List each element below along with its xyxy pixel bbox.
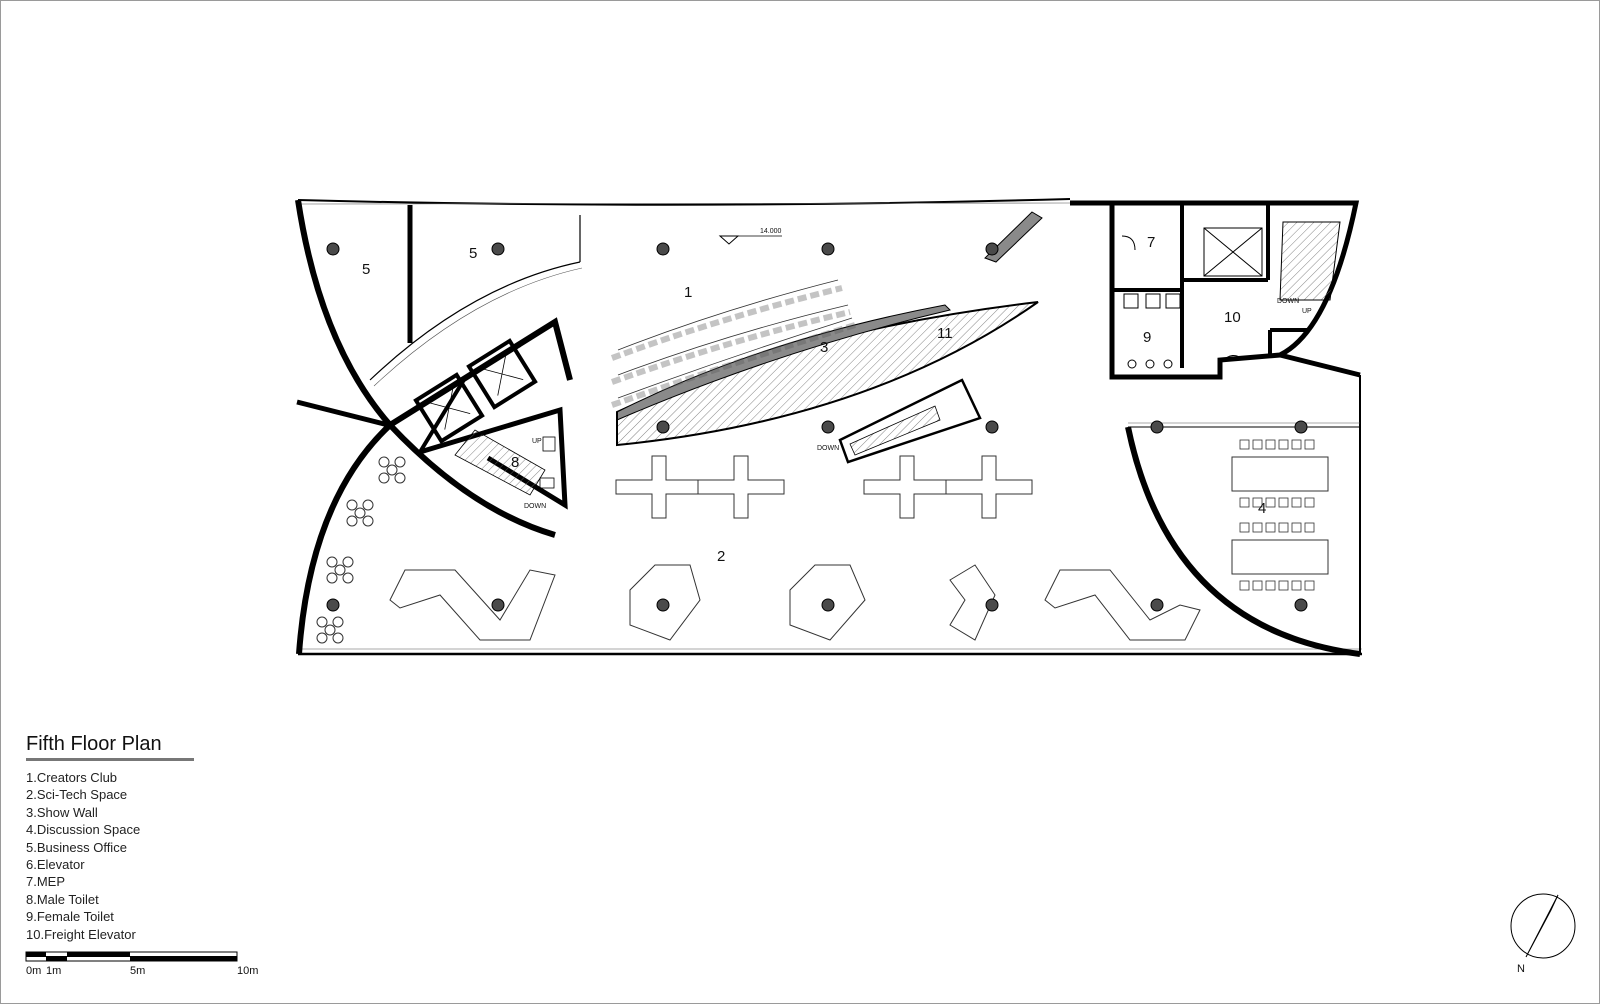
room-number-freight: 10 bbox=[1224, 309, 1241, 326]
legend-item: 6.Elevator bbox=[26, 857, 85, 873]
legend-item: 9.Female Toilet bbox=[26, 909, 114, 925]
room-number-club: 1 bbox=[684, 284, 692, 301]
room-numbers: 5 5 1 3 11 2 4 7 9 10 8 bbox=[362, 234, 1266, 565]
legend: Fifth Floor Plan 1.Creators Club 2.Sci-T… bbox=[26, 732, 226, 943]
room-number-female-toilet: 9 bbox=[1143, 329, 1151, 346]
room-number-11: 11 bbox=[937, 325, 953, 342]
room-number-office-b: 5 bbox=[469, 245, 477, 262]
scale-label-1m: 1m bbox=[46, 965, 61, 977]
desk-clusters bbox=[615, 455, 1033, 519]
right-core-details bbox=[1121, 221, 1341, 369]
legend-list: 1.Creators Club 2.Sci-Tech Space 3.Show … bbox=[26, 769, 226, 943]
north-arrow: N bbox=[1510, 893, 1576, 975]
meeting-tables bbox=[1231, 439, 1329, 591]
plan-title: Fifth Floor Plan bbox=[26, 732, 194, 761]
level-label: 14.000 bbox=[760, 228, 782, 235]
room-number-sci-tech: 2 bbox=[717, 548, 725, 565]
workstations bbox=[389, 564, 1201, 641]
legend-item: 1.Creators Club bbox=[26, 770, 118, 785]
room-number-mep: 7 bbox=[1147, 234, 1155, 251]
room-number-discussion: 4 bbox=[1258, 500, 1266, 517]
stair-down-right: DOWN bbox=[1277, 298, 1299, 305]
stair-up-left: UP bbox=[532, 438, 542, 445]
structural-columns bbox=[326, 242, 1308, 612]
scale-bar: 0m 1m 5m 10m bbox=[25, 951, 258, 977]
legend-item: 5.Business Office bbox=[26, 839, 127, 855]
room-number-office-a: 5 bbox=[362, 261, 370, 278]
auditorium-seats bbox=[610, 279, 856, 408]
stair-down-left: DOWN bbox=[524, 503, 546, 510]
show-wall bbox=[616, 301, 1039, 447]
legend-item: 3.Show Wall bbox=[26, 804, 98, 820]
legend-item: 2.Sci-Tech Space bbox=[26, 787, 128, 803]
legend-item: 4.Discussion Space bbox=[26, 822, 141, 838]
stair-down-center: DOWN bbox=[817, 445, 839, 452]
room-number-show-wall: 3 bbox=[820, 339, 828, 356]
room-number-male-toilet: 8 bbox=[511, 454, 519, 471]
scale-label-0m: 0m bbox=[26, 965, 41, 977]
exterior-walls bbox=[295, 198, 1362, 657]
level-marker: 14.000 bbox=[718, 228, 782, 245]
escalator bbox=[838, 211, 1043, 464]
stair-up-right: UP bbox=[1302, 308, 1312, 315]
north-label: N bbox=[1517, 963, 1525, 975]
lounge-tables bbox=[316, 456, 406, 644]
scale-label-10m: 10m bbox=[237, 965, 258, 977]
left-core bbox=[387, 317, 573, 538]
legend-item: 7.MEP bbox=[26, 874, 66, 890]
stair-annotations: UP DOWN DOWN DOWN UP bbox=[524, 298, 1312, 510]
legend-item: 10.Freight Elevator bbox=[26, 926, 136, 942]
scale-label-5m: 5m bbox=[130, 965, 145, 977]
legend-item: 8.Male Toilet bbox=[26, 891, 99, 907]
